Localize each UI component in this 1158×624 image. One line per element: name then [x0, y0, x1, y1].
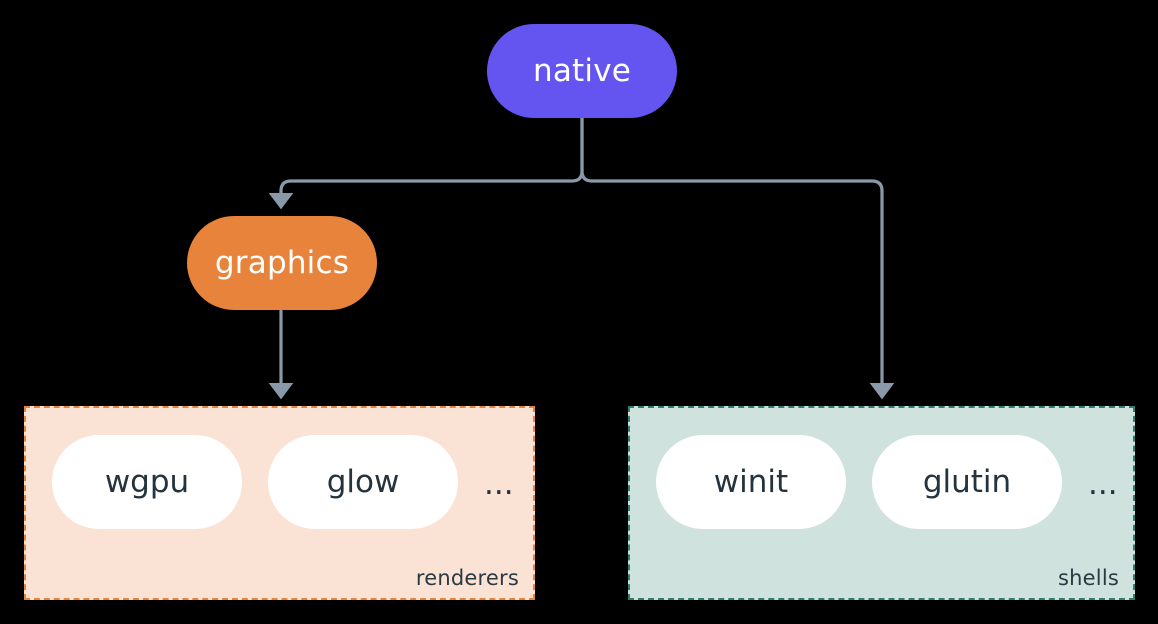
pill-glow-label: glow [326, 464, 400, 500]
node-graphics[interactable]: graphics [187, 216, 377, 310]
renderers-overflow-ellipsis: ... [484, 465, 514, 502]
renderers-pill-row: wgpu glow ... [26, 435, 533, 529]
edge-native-to-graphics [268, 116, 584, 210]
shells-overflow-ellipsis: ... [1088, 465, 1118, 502]
pill-glutin-label: glutin [922, 464, 1012, 500]
pill-glow[interactable]: glow [268, 435, 458, 529]
pill-wgpu-label: wgpu [104, 464, 190, 500]
node-native-label: native [532, 53, 632, 89]
shells-pill-row: winit glutin ... [630, 435, 1133, 529]
pill-glutin[interactable]: glutin [872, 435, 1062, 529]
pill-wgpu[interactable]: wgpu [52, 435, 242, 529]
group-renderers-label: renderers [415, 566, 519, 590]
pill-winit-label: winit [713, 464, 789, 500]
node-graphics-label: graphics [214, 245, 350, 281]
group-renderers: wgpu glow ... renderers [24, 406, 535, 600]
node-native[interactable]: native [487, 24, 677, 118]
group-shells: winit glutin ... shells [628, 406, 1135, 600]
group-shells-label: shells [1058, 566, 1119, 590]
edge-native-to-shells [580, 116, 895, 400]
pill-winit[interactable]: winit [656, 435, 846, 529]
